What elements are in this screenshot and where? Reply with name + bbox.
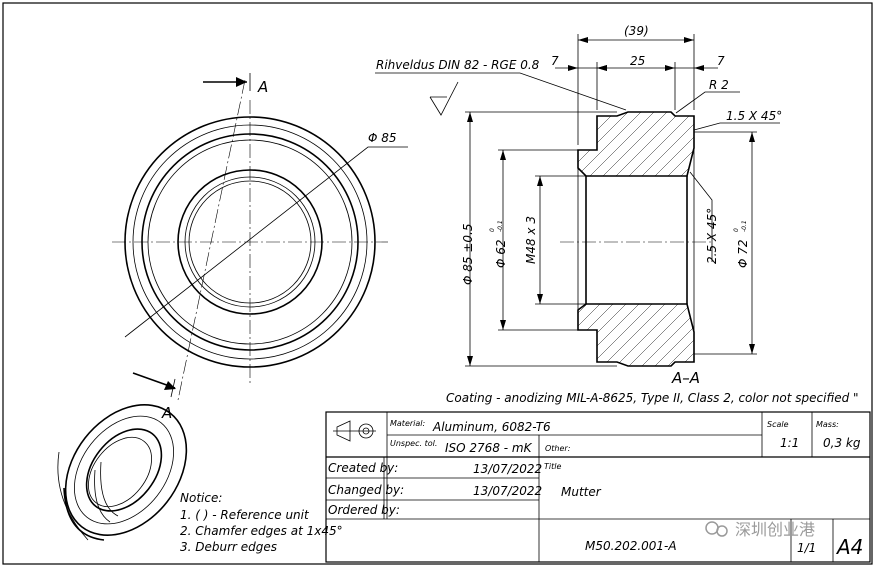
svg-text:深圳创业港: 深圳创业港 bbox=[735, 520, 815, 539]
format-size: A4 bbox=[835, 535, 863, 559]
dim-dia62: Φ 62 bbox=[494, 239, 508, 268]
surface-note: Rihveldus DIN 82 - RGE 0.8 bbox=[376, 58, 540, 72]
svg-text:Material:: Material: bbox=[390, 419, 426, 428]
notice-block: Notice: 1. ( ) - Reference unit 2. Chamf… bbox=[180, 491, 343, 554]
svg-text:(39): (39) bbox=[624, 24, 649, 38]
material-value: Aluminum, 6082-T6 bbox=[432, 420, 551, 434]
section-marker-bottom: A bbox=[132, 372, 176, 422]
svg-text:Other:: Other: bbox=[545, 444, 571, 453]
svg-text:Changed by:: Changed by: bbox=[328, 483, 404, 497]
dim-radius: R 2 bbox=[709, 78, 729, 92]
svg-text:1. ( ) - Reference unit: 1. ( ) - Reference unit bbox=[180, 508, 310, 522]
dim-chamfer-outer: 1.5 X 45° bbox=[726, 109, 782, 123]
svg-text:Created by:: Created by: bbox=[328, 461, 398, 475]
dim-dia85-section: Φ 85 ±0.5 bbox=[461, 224, 475, 285]
svg-text:0: 0 bbox=[733, 228, 740, 232]
dim-middle: 25 bbox=[630, 54, 645, 68]
dia85-front-label: Φ 85 bbox=[368, 131, 397, 145]
dim-thread: M48 x 3 bbox=[524, 216, 538, 264]
surface-symbol bbox=[429, 81, 459, 116]
hatch-top bbox=[578, 112, 694, 176]
drawing-number: M50.202.001-A bbox=[585, 539, 677, 553]
svg-text:Scale: Scale bbox=[767, 420, 789, 429]
dim-chamfer-inner: 2.5 X 45° bbox=[705, 208, 719, 264]
svg-text:Ordered by:: Ordered by: bbox=[328, 503, 400, 517]
svg-text:A: A bbox=[161, 404, 172, 422]
section-label: A–A bbox=[671, 369, 700, 387]
scale-value: 1:1 bbox=[780, 436, 799, 450]
svg-text:Title: Title bbox=[544, 462, 561, 471]
dim-right-flange: 7 bbox=[717, 54, 725, 68]
svg-text:2. Chamfer edges at 1x45°: 2. Chamfer edges at 1x45° bbox=[180, 524, 343, 538]
dia85-leader bbox=[124, 146, 408, 338]
changed-date: 13/07/2022 bbox=[473, 484, 542, 498]
section-cut-line bbox=[177, 79, 246, 401]
svg-text:A: A bbox=[257, 78, 268, 96]
dim-left-flange: 7 bbox=[551, 54, 559, 68]
dim-dia72: Φ 72 bbox=[736, 239, 750, 268]
svg-text:-0.1: -0.1 bbox=[741, 220, 748, 232]
svg-text:Notice:: Notice: bbox=[180, 491, 222, 505]
svg-text:3. Deburr edges: 3. Deburr edges bbox=[180, 540, 277, 554]
section-marker-top: A bbox=[203, 73, 268, 96]
title-block: Material: Aluminum, 6082-T6 Unspec. tol.… bbox=[325, 411, 871, 563]
coating-note: Coating - anodizing MIL-A-8625, Type II,… bbox=[446, 391, 859, 405]
section-view: (39) 7 25 7 R 2 1.5 X 45° Rihveldus DIN … bbox=[375, 24, 782, 387]
svg-text:0: 0 bbox=[489, 228, 496, 232]
isometric-view bbox=[57, 404, 188, 541]
watermark: 深圳创业港 bbox=[705, 520, 815, 539]
svg-text:-0.1: -0.1 bbox=[497, 220, 504, 232]
sheet-number: 1/1 bbox=[797, 541, 816, 555]
svg-text:Mass:: Mass: bbox=[816, 420, 839, 429]
title-value: Mutter bbox=[561, 485, 602, 499]
front-view: Φ 85 bbox=[112, 79, 408, 401]
projection-symbol bbox=[333, 420, 376, 442]
created-date: 13/07/2022 bbox=[473, 462, 542, 476]
mass-value: 0,3 kg bbox=[823, 436, 861, 450]
svg-text:Unspec. tol.: Unspec. tol. bbox=[390, 439, 437, 448]
unspec-tol-value: ISO 2768 - mK bbox=[445, 441, 533, 455]
